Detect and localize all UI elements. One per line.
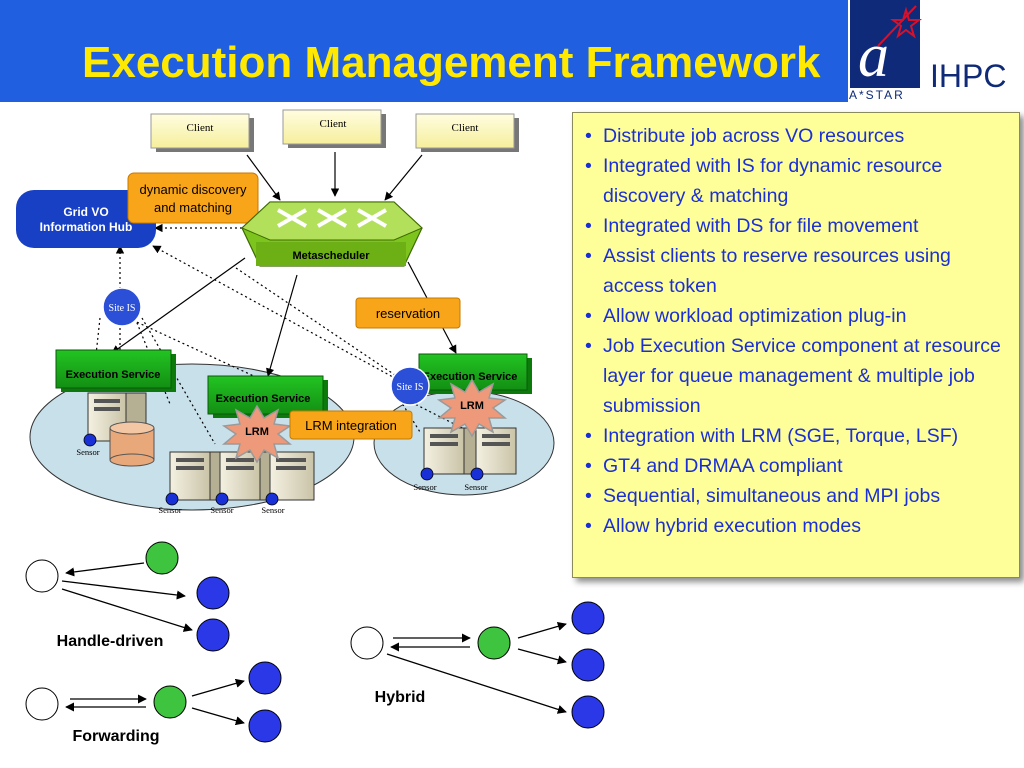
feature-list: Distribute job across VO resources Integ… (573, 113, 1019, 541)
svg-text:Sensor: Sensor (464, 482, 487, 492)
handle-driven-mode: Handle-driven (25, 541, 230, 652)
feature-item: Integration with LRM (SGE, Torque, LSF) (581, 421, 1015, 451)
site-is-left: Site IS (102, 287, 142, 327)
svg-text:LRM: LRM (460, 400, 484, 412)
svg-text:Hybrid: Hybrid (375, 689, 426, 706)
metascheduler-node: Metascheduler (241, 201, 423, 267)
feature-item: Job Execution Service component at resou… (581, 331, 1015, 421)
svg-text:Handle-driven: Handle-driven (57, 633, 164, 650)
sensor-node: Sensor (210, 492, 234, 515)
feature-item: Sequential, simultaneous and MPI jobs (581, 481, 1015, 511)
forwarding-mode: Forwarding (25, 661, 282, 745)
execution-service-left: Execution Service (55, 349, 176, 392)
svg-text:Sensor: Sensor (76, 447, 99, 457)
hybrid-mode: Hybrid (350, 601, 605, 729)
lrm-burst-right: LRM (436, 378, 508, 438)
svg-text:Site IS: Site IS (397, 382, 424, 393)
feature-item: Integrated with IS for dynamic resource … (581, 151, 1015, 211)
reservation-callout: reservation (355, 297, 461, 329)
sensor-node: Sensor (464, 467, 488, 492)
feature-list-note: Distribute job across VO resources Integ… (572, 112, 1020, 578)
svg-text:and matching: and matching (154, 200, 232, 215)
svg-text:Client: Client (452, 122, 479, 134)
svg-text:Client: Client (187, 122, 214, 134)
logo-text: IHPC (930, 58, 1007, 94)
svg-text:Sensor: Sensor (210, 505, 233, 515)
svg-text:Metascheduler: Metascheduler (292, 250, 370, 262)
site-is-right: Site IS (390, 366, 430, 406)
svg-text:LRM integration: LRM integration (305, 418, 397, 433)
feature-item: GT4 and DRMAA compliant (581, 451, 1015, 481)
svg-text:Information Hub: Information Hub (40, 220, 133, 234)
client-box-1: Client (150, 113, 254, 152)
client-box-3: Client (415, 113, 519, 152)
svg-text:Site IS: Site IS (109, 303, 136, 314)
svg-text:Execution Service: Execution Service (423, 371, 518, 383)
astar-logo-icon: a (850, 0, 922, 90)
svg-text:Grid VO: Grid VO (63, 205, 108, 219)
svg-text:dynamic discovery: dynamic discovery (140, 182, 247, 197)
feature-item: Allow hybrid execution modes (581, 511, 1015, 541)
sensor-node: Sensor (158, 492, 182, 515)
dynamic-discovery-callout: dynamic discovery and matching (127, 172, 259, 224)
svg-text:reservation: reservation (376, 306, 440, 321)
grid-vo-information-hub: Grid VO Information Hub (16, 190, 156, 248)
page-title: Execution Management Framework (82, 38, 821, 87)
feature-item: Distribute job across VO resources (581, 121, 1015, 151)
feature-item: Assist clients to reserve resources usin… (581, 241, 1015, 301)
svg-text:a: a (858, 22, 889, 90)
svg-text:Client: Client (320, 118, 347, 130)
execution-service-middle: Execution Service (207, 375, 328, 418)
svg-text:Execution Service: Execution Service (216, 393, 311, 405)
logo-subtitle: A*STAR (849, 88, 905, 102)
svg-text:Sensor: Sensor (158, 505, 181, 515)
svg-text:LRM: LRM (245, 426, 269, 438)
server-icon (423, 427, 517, 475)
lrm-burst-middle: LRM (221, 404, 293, 464)
svg-text:Forwarding: Forwarding (72, 728, 159, 745)
sensor-node: Sensor (76, 433, 100, 457)
client-box-2: Client (282, 109, 386, 148)
svg-text:Execution Service: Execution Service (66, 369, 161, 381)
lrm-integration-callout: LRM integration (289, 410, 413, 440)
server-icon (169, 451, 315, 501)
sensor-node: Sensor (261, 492, 285, 515)
feature-item: Integrated with DS for file movement (581, 211, 1015, 241)
feature-item: Allow workload optimization plug-in (581, 301, 1015, 331)
svg-text:Sensor: Sensor (413, 482, 436, 492)
sensor-node: Sensor (413, 467, 437, 492)
storage-cylinder-icon (109, 421, 155, 467)
svg-text:Sensor: Sensor (261, 505, 284, 515)
